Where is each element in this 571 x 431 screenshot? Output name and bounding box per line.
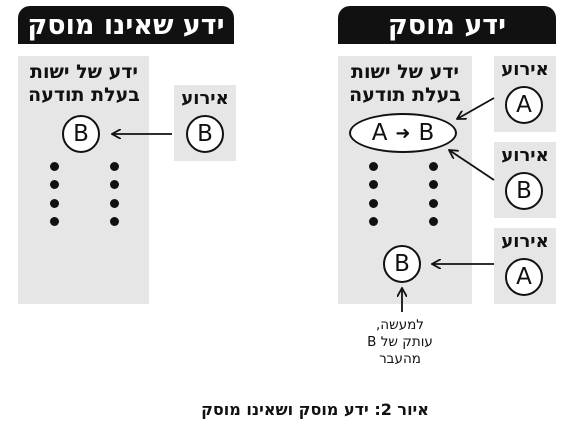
event-label: אירוע: [501, 59, 549, 80]
dot: [429, 217, 438, 226]
dot: [50, 180, 59, 189]
dot: [429, 162, 438, 171]
caption-text: ידע מוסק ושאינו מוסק: [201, 400, 369, 419]
right-event-box-2: אירוע B: [494, 142, 556, 218]
caption-label: איור 2:: [374, 400, 429, 419]
dot: [369, 162, 378, 171]
dot: [50, 199, 59, 208]
note-line: מהעבר: [379, 351, 421, 367]
figure-caption: איור 2: ידע מוסק ושאינו מוסק: [150, 400, 480, 419]
dot: [110, 180, 119, 189]
note-line: עותק של B: [367, 334, 433, 350]
dot: [369, 180, 378, 189]
state-transition-node: A ➜ B: [349, 113, 457, 153]
left-entity-panel: [18, 56, 149, 304]
copy-note: למעשה, עותק של B מהעבר: [345, 317, 455, 368]
left-entity-title: ידע של ישות בעלת תודעה: [28, 61, 140, 106]
event-label: אירוע: [501, 231, 549, 252]
dot: [110, 217, 119, 226]
dot: [429, 199, 438, 208]
right-entity-title: ידע של ישות בעלת תודעה: [349, 61, 461, 106]
dot: [369, 199, 378, 208]
right-bottom-state-node: B: [383, 245, 421, 283]
dot: [369, 217, 378, 226]
right-event-node-3: A: [505, 258, 543, 296]
right-event-box-3: אירוע A: [494, 228, 556, 304]
arrow-event2-to-transition: [449, 150, 495, 181]
dot: [429, 180, 438, 189]
header-non-inferred-knowledge: ידע שאינו מוסק: [18, 6, 234, 44]
dot: [50, 217, 59, 226]
note-line: למעשה,: [376, 317, 424, 333]
right-event-node-2: B: [505, 172, 543, 210]
right-event-node-1: A: [505, 86, 543, 124]
left-event-node: B: [186, 115, 224, 153]
arrow-event1-to-transition: [457, 97, 495, 119]
header-inferred-knowledge: ידע מוסק: [338, 6, 556, 44]
arrow-right-icon: ➜: [395, 122, 411, 144]
event-label: אירוע: [181, 88, 229, 109]
event-label: אירוע: [501, 145, 549, 166]
state-from: A: [371, 120, 388, 146]
left-event-box: אירוע B: [174, 85, 236, 161]
left-state-node: B: [62, 115, 100, 153]
right-event-box-1: אירוע A: [494, 56, 556, 132]
dot: [110, 162, 119, 171]
dot: [50, 162, 59, 171]
dot: [110, 199, 119, 208]
state-to: B: [418, 120, 435, 146]
